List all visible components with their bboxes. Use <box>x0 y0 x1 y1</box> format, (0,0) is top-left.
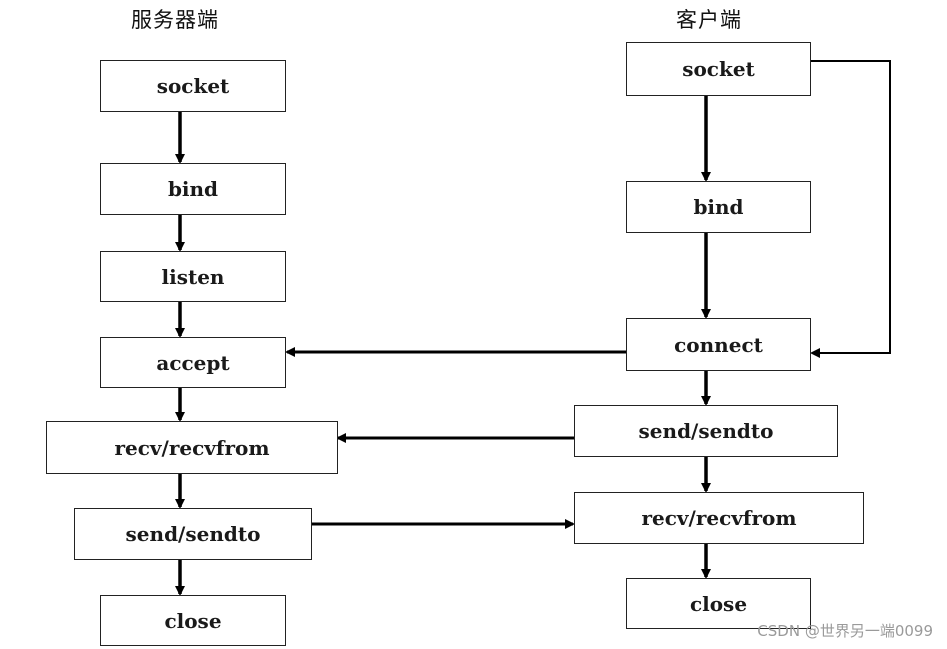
arrow-client-socket-to-connect <box>810 60 891 358</box>
server-listen-box: listen <box>100 251 286 302</box>
server-accept-box: accept <box>100 337 286 388</box>
client-close-box: close <box>626 578 811 629</box>
watermark-text: CSDN @世界另一端0099 <box>757 622 933 640</box>
client-bind-box: bind <box>626 181 811 233</box>
client-connect-box: connect <box>626 318 811 371</box>
client-socket-box: socket <box>626 42 811 96</box>
server-send-box: send/sendto <box>74 508 312 560</box>
server-recv-box: recv/recvfrom <box>46 421 338 474</box>
client-recv-box: recv/recvfrom <box>574 492 864 544</box>
server-socket-box: socket <box>100 60 286 112</box>
client-column-title: 客户端 <box>676 8 742 32</box>
server-column-title: 服务器端 <box>131 8 219 32</box>
server-close-box: close <box>100 595 286 646</box>
server-bind-box: bind <box>100 163 286 215</box>
client-send-box: send/sendto <box>574 405 838 457</box>
